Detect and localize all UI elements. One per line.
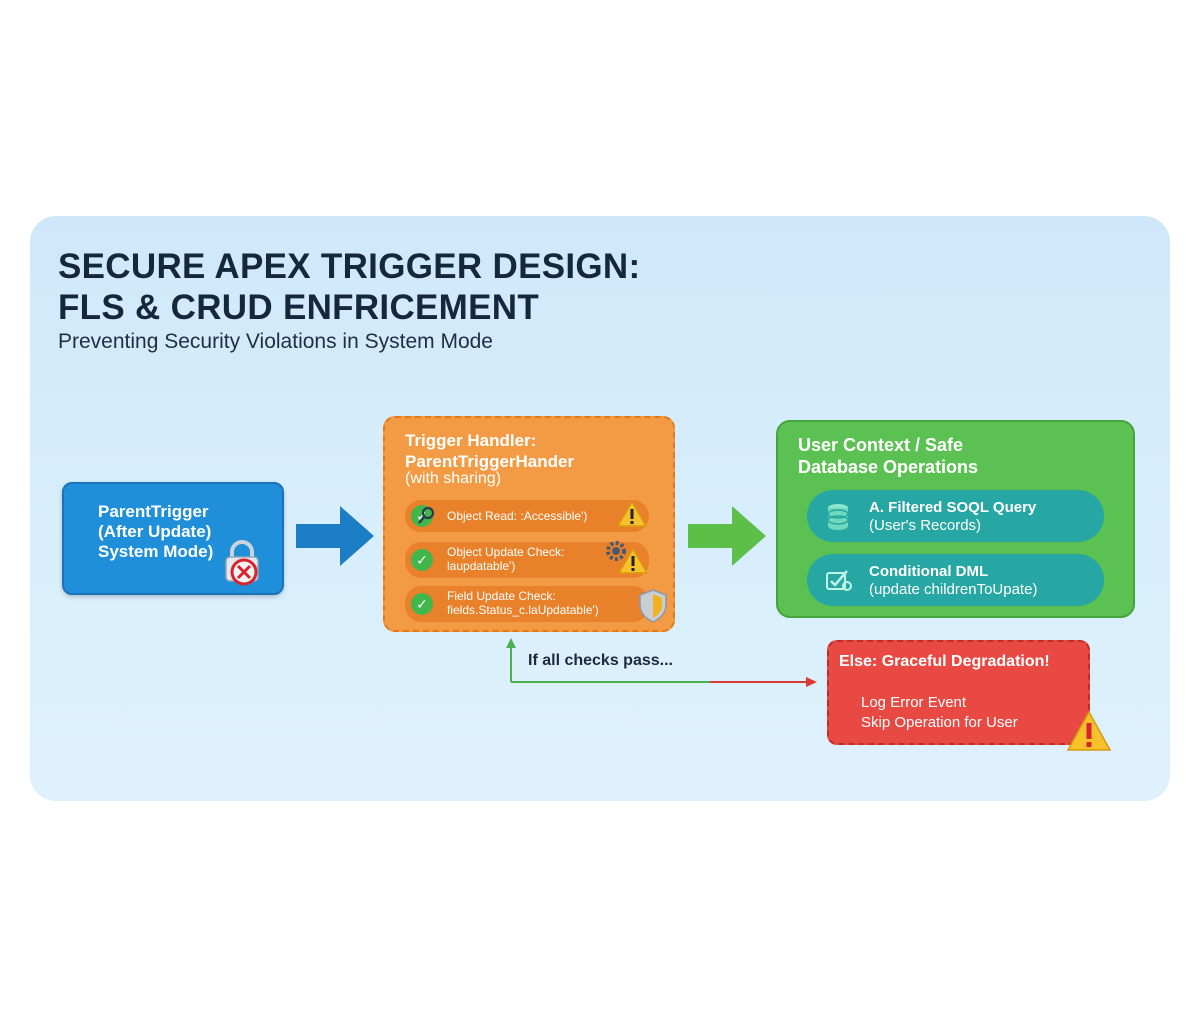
conditional-dml-line-2: (update childrenToUpate) [869, 581, 1038, 598]
handler-title-line-1: Trigger Handler: [405, 431, 537, 450]
shield-icon [639, 589, 667, 623]
check-mark-icon: ✓ [411, 549, 433, 571]
graceful-degradation-title: Else: Graceful Degradation! [839, 653, 1050, 670]
page-title: SECURE APEX TRIGGER DESIGN: FLS & CRUD E… [58, 246, 640, 328]
check-field-update-line-2: fields.Status_c.laUpdatable') [447, 603, 599, 617]
handler-title: Trigger Handler: ParentTriggerHander [405, 430, 574, 472]
arrow-parent-to-handler [296, 506, 374, 566]
conditional-dml-label: Conditional DML (update childrenToUpate) [869, 563, 1037, 599]
parent-trigger-line-1: ParentTrigger [98, 502, 209, 521]
check-object-update-line-1: Object Update Check: [447, 545, 565, 559]
user-context-box: User Context / Safe Database Operations … [776, 420, 1135, 618]
check-object-read-label: Object Read: :Accessible') [447, 509, 588, 523]
log-error-event-text: Log Error Event [861, 694, 967, 711]
user-context-title: User Context / Safe Database Operations [798, 434, 978, 478]
arrow-handler-to-user-context [688, 506, 766, 566]
warning-icon [1066, 710, 1112, 751]
check-object-update-line-2: laupdatable') [447, 559, 516, 573]
check-mark-icon: ✓ [411, 593, 433, 615]
handler-subtitle: (with sharing) [405, 470, 502, 487]
check-field-update: ✓ Field Update Check: fields.Status_c.la… [405, 586, 649, 622]
conditional-dml-line-1: Conditional DML [869, 563, 989, 580]
check-object-read: ✓ Object Read: :Accessible') [405, 500, 649, 532]
skip-operation-text: Skip Operation for User [861, 714, 1018, 731]
page-subtitle: Preventing Security Violations in System… [58, 330, 493, 353]
gear-icon [606, 541, 626, 561]
edit-check-icon [826, 570, 852, 591]
filtered-soql-query-line-1: A. Filtered SOQL Query [869, 499, 1037, 516]
pass-condition-label: If all checks pass... [528, 652, 673, 669]
warning-icon [617, 547, 649, 574]
filtered-soql-query-line-2: (User's Records) [869, 517, 982, 534]
check-object-update-label: Object Update Check: laupdatable') [447, 545, 564, 573]
database-icon [827, 504, 849, 530]
magnifier-icon [418, 506, 435, 524]
title-line-1: SECURE APEX TRIGGER DESIGN: [58, 247, 641, 286]
warning-icon [616, 500, 648, 527]
parent-trigger-label: ParentTrigger (After Update) System Mode… [98, 502, 213, 562]
title-line-2: FLS & CRUD ENFRICEMENT [58, 288, 540, 327]
parent-trigger-line-2: (After Update) [98, 522, 212, 541]
graceful-degradation-box: Else: Graceful Degradation! Log Error Ev… [827, 640, 1090, 745]
filtered-soql-query-pill: A. Filtered SOQL Query (User's Records) [807, 490, 1104, 542]
check-mark-icon: ✓ [411, 505, 433, 527]
filtered-soql-query-label: A. Filtered SOQL Query (User's Records) [869, 499, 1036, 535]
check-field-update-line-1: Field Update Check: [447, 589, 556, 603]
conditional-dml-pill: Conditional DML (update childrenToUpate) [807, 554, 1104, 606]
user-context-title-line-2: Database Operations [798, 457, 979, 477]
user-context-title-line-1: User Context / Safe [798, 435, 964, 455]
parent-trigger-line-3: System Mode) [98, 542, 214, 561]
lock-blocked-icon [225, 540, 259, 586]
check-field-update-label: Field Update Check: fields.Status_c.laUp… [447, 589, 599, 617]
handler-title-line-2: ParentTriggerHander [405, 452, 575, 471]
